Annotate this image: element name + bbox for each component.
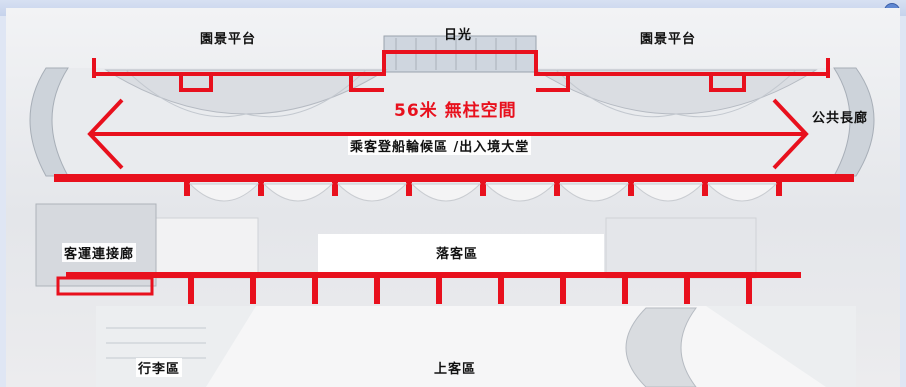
middle-right-block <box>605 217 757 279</box>
pick-up-label: 上客區 <box>434 362 477 377</box>
span-arrow <box>87 98 809 170</box>
left-vault <box>104 69 388 115</box>
drop-off-label: 落客區 <box>436 247 479 262</box>
column-free-span-label: 56米 無柱空間 <box>394 101 517 121</box>
middle-left-block <box>153 217 259 279</box>
drop-off-opening <box>318 234 604 274</box>
boarding-floor-beams <box>184 182 782 196</box>
section-drawing <box>29 35 875 387</box>
view-platform-right-label: 園景平台 <box>640 32 697 47</box>
roof-structure <box>92 50 830 92</box>
daylight-label: 日光 <box>444 28 473 43</box>
boarding-floor-slab <box>54 174 854 182</box>
boarding-hall-label: 乘客登船輪候區 /出入境大堂 <box>348 136 532 155</box>
drop-off-floor-slab <box>66 272 801 278</box>
view-platform-left-label: 園景平台 <box>200 32 257 47</box>
public-corridor-label: 公共長廊 <box>812 111 869 126</box>
baggage-label: 行李區 <box>136 358 183 377</box>
drop-off-floor-beams <box>188 278 752 304</box>
transport-bridge-label: 客運連接廊 <box>62 243 137 262</box>
curved-wall <box>625 307 697 387</box>
floor-coffers <box>188 183 778 202</box>
terminal-section-diagram: 園景平台 日光 園景平台 56米 無柱空間 公共長廊 乘客登船輪候區 /出入境大… <box>6 8 900 387</box>
